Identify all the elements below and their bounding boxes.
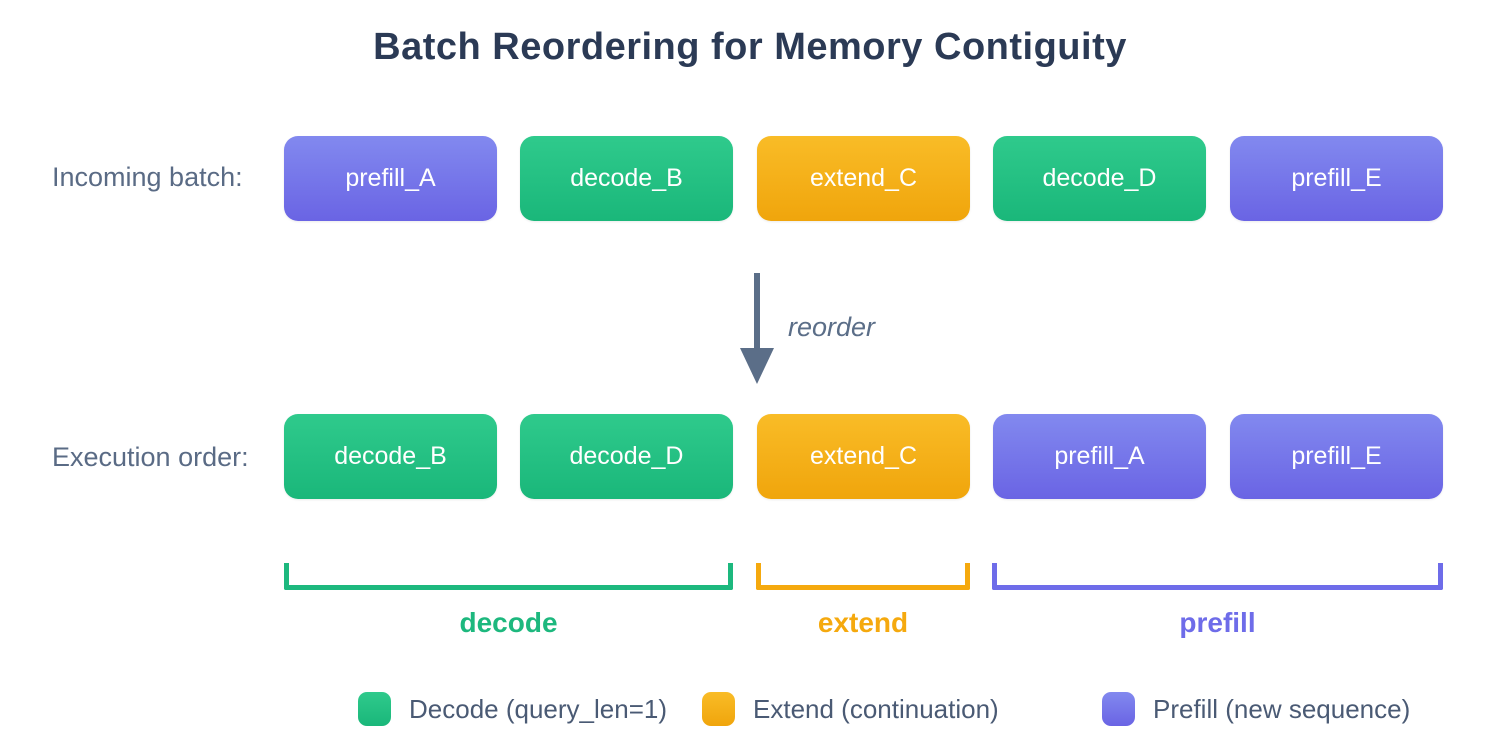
legend-label: Decode (query_len=1) bbox=[409, 693, 667, 724]
box-label: prefill_E bbox=[1291, 442, 1382, 470]
box-label: prefill_A bbox=[1054, 442, 1145, 470]
execution-box-decode-d: decode_D bbox=[520, 414, 733, 499]
box-label: decode_D bbox=[569, 442, 684, 470]
legend-label: Prefill (new sequence) bbox=[1153, 693, 1411, 724]
incoming-box-prefill-a: prefill_A bbox=[284, 136, 497, 221]
incoming-box-decode-b: decode_B bbox=[520, 136, 733, 221]
execution-box-prefill-a: prefill_A bbox=[993, 414, 1206, 499]
box-label: decode_D bbox=[1042, 164, 1157, 192]
extend-group-bracket bbox=[756, 563, 970, 590]
box-label: prefill_A bbox=[345, 164, 436, 192]
box-label: decode_B bbox=[334, 442, 447, 470]
reorder-label: reorder bbox=[788, 312, 876, 342]
extend-swatch-icon bbox=[702, 692, 735, 726]
execution-box-decode-b: decode_B bbox=[284, 414, 497, 499]
decode-group-bracket bbox=[284, 563, 733, 590]
down-arrow-icon bbox=[754, 273, 760, 349]
incoming-box-extend-c: extend_C bbox=[757, 136, 970, 221]
prefill-swatch-icon bbox=[1102, 692, 1135, 726]
incoming-box-decode-d: decode_D bbox=[993, 136, 1206, 221]
incoming-batch-label: Incoming batch: bbox=[52, 162, 243, 192]
prefill-group-label: prefill bbox=[1179, 607, 1256, 638]
decode-group-label: decode bbox=[459, 607, 558, 638]
box-label: extend_C bbox=[809, 164, 918, 192]
decode-swatch-icon bbox=[358, 692, 391, 726]
incoming-box-prefill-e: prefill_E bbox=[1230, 136, 1443, 221]
extend-group-label: extend bbox=[817, 607, 909, 638]
legend-item-extend: Extend (continuation) bbox=[702, 692, 999, 726]
box-label: decode_B bbox=[570, 164, 683, 192]
execution-order-label: Execution order: bbox=[52, 442, 249, 472]
legend-item-prefill: Prefill (new sequence) bbox=[1102, 692, 1410, 726]
diagram-title: Batch Reordering for Memory Contiguity bbox=[373, 26, 1127, 68]
down-arrow-head-icon bbox=[740, 348, 774, 384]
box-label: extend_C bbox=[809, 442, 918, 470]
legend-item-decode: Decode (query_len=1) bbox=[358, 692, 667, 726]
prefill-group-bracket bbox=[992, 563, 1443, 590]
legend-label: Extend (continuation) bbox=[753, 693, 999, 724]
execution-box-extend-c: extend_C bbox=[757, 414, 970, 499]
execution-box-prefill-e: prefill_E bbox=[1230, 414, 1443, 499]
box-label: prefill_E bbox=[1291, 164, 1382, 192]
